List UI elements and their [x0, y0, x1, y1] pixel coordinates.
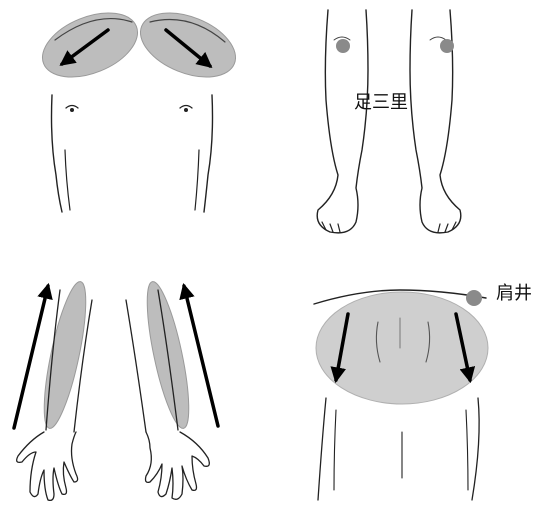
panel-arms [14, 279, 218, 501]
panel-chest-shoulders [33, 0, 245, 212]
jianjing-point [466, 290, 482, 306]
right-nipple [180, 106, 192, 109]
left-arm-arrow [14, 286, 48, 428]
right-hand [146, 432, 210, 499]
left-nipple [66, 106, 78, 109]
jianjing-label: 肩井 [496, 279, 532, 305]
zusanli-label: 足三里 [354, 88, 408, 114]
left-hand [17, 432, 78, 500]
panel-legs [317, 10, 461, 233]
right-shoulder-highlight [131, 0, 245, 89]
zusanli-point-left [336, 39, 350, 53]
zusanli-point-right [440, 39, 454, 53]
panel-back [314, 290, 488, 500]
